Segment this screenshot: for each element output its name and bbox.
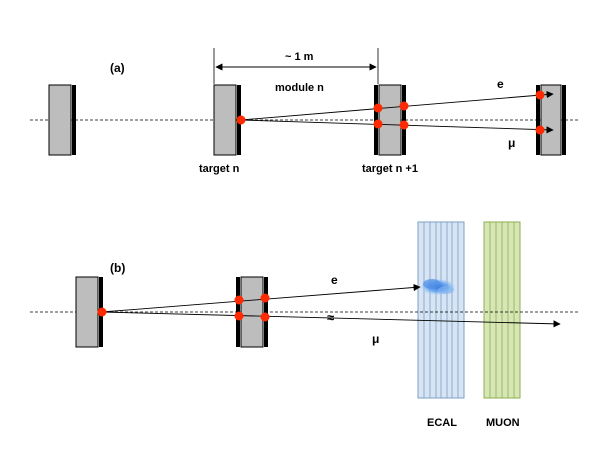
hits-b (97, 293, 270, 322)
target-block (540, 84, 562, 156)
panel-a-label: (a) (110, 61, 125, 75)
station-a-4 (536, 84, 566, 156)
vertex-hit (236, 115, 246, 125)
muon-detector-label: MUON (486, 417, 520, 429)
hit-point (260, 312, 270, 322)
target-block (213, 84, 237, 156)
muon-track-a (240, 119, 554, 134)
vertex-hit (97, 307, 107, 317)
hit-point (373, 119, 383, 129)
ecal-label: ECAL (427, 417, 457, 429)
electron-label-a: e (497, 77, 504, 91)
hit-point (399, 120, 409, 130)
muon-detector (483, 221, 521, 399)
hit-point (373, 103, 383, 113)
muon-label-a: μ (508, 136, 515, 150)
silicon-plane (562, 85, 566, 155)
muon-track-b (101, 311, 561, 328)
distance-label: ~ 1 m (285, 51, 314, 63)
muon-label-b: μ (372, 332, 379, 346)
electron-shower (421, 279, 455, 295)
panel-b: (b) (30, 221, 578, 429)
electron-track-a (240, 90, 554, 121)
silicon-plane (72, 85, 76, 155)
hit-point (535, 90, 545, 100)
silicon-plane (402, 85, 406, 155)
electron-label-b: e (331, 273, 338, 287)
hit-point (535, 125, 545, 135)
silicon-plane (536, 85, 540, 155)
break-mark: ≈ (327, 310, 334, 325)
hit-point (260, 293, 270, 303)
hit-point (234, 311, 244, 321)
target-block (240, 276, 264, 348)
ecal-detector (417, 221, 465, 399)
hit-point (234, 295, 244, 305)
panel-a: (a) ~ 1 m module n (30, 48, 578, 175)
module-label: module n (275, 82, 324, 94)
target-n-label: target n (199, 163, 240, 175)
panel-b-label: (b) (110, 261, 125, 275)
target-block (378, 84, 402, 156)
target-block (48, 84, 72, 156)
hits-a (236, 90, 545, 135)
target-block (75, 276, 99, 348)
target-n1-label: target n +1 (362, 163, 418, 175)
silicon-plane (264, 277, 268, 347)
hit-point (399, 101, 409, 111)
station-a-1 (48, 84, 76, 156)
